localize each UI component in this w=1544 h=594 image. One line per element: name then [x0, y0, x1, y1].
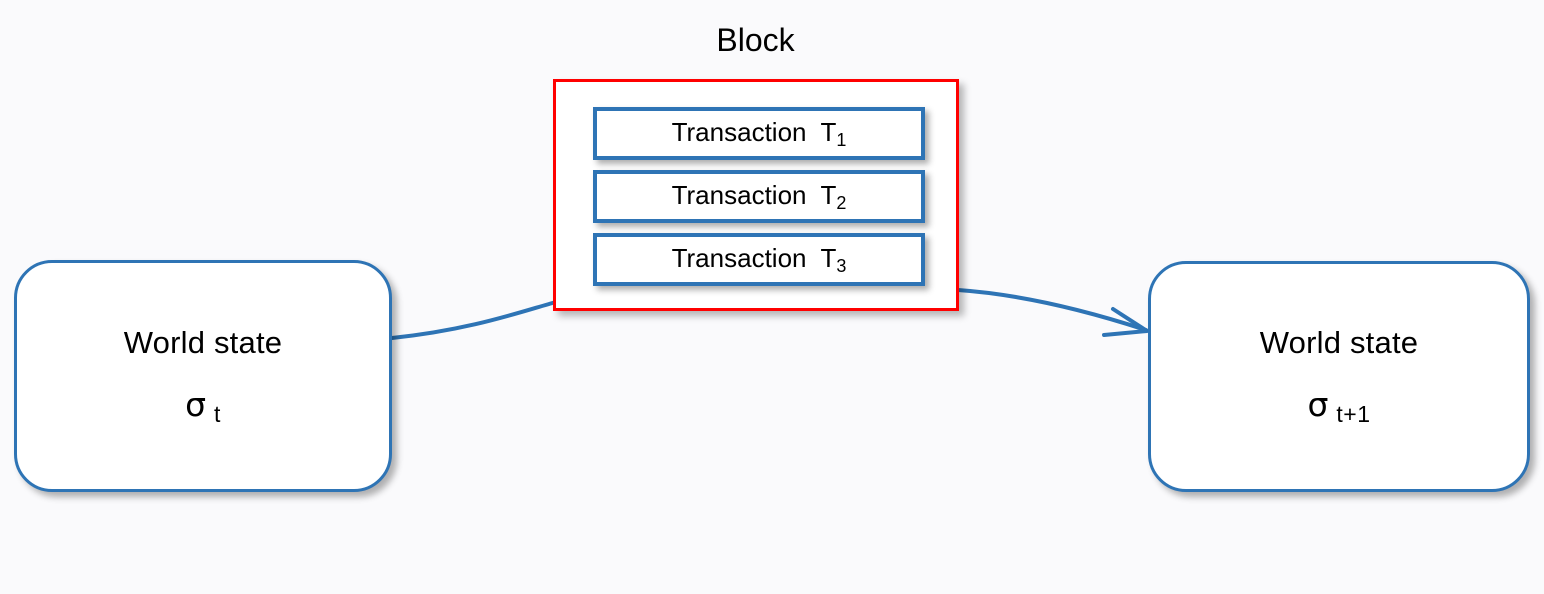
transaction-text-2: Transaction	[671, 179, 807, 210]
sigma-glyph-before: σ	[185, 384, 207, 424]
sigma-subscript-before: t	[214, 400, 221, 427]
transaction-item-1[interactable]: Transaction T1	[593, 107, 925, 160]
transaction-subscript-1: 1	[836, 129, 847, 150]
transaction-label-3: Transaction T3	[672, 245, 847, 275]
transaction-item-3[interactable]: Transaction T3	[593, 233, 925, 286]
transaction-subscript-2: 2	[836, 192, 847, 213]
arrowhead-icon	[1102, 307, 1149, 337]
transaction-label-1: Transaction T1	[672, 119, 847, 149]
transaction-text-1: Transaction	[671, 116, 807, 147]
transaction-text-3: Transaction	[671, 242, 807, 273]
world-state-after-symbol: σ t+1	[1307, 388, 1370, 426]
sigma-glyph-after: σ	[1307, 385, 1329, 424]
transaction-item-2[interactable]: Transaction T2	[593, 170, 925, 223]
transaction-symbol-2: T	[820, 179, 837, 210]
world-state-after-box[interactable]: World state σ t+1	[1148, 261, 1530, 492]
sigma-subscript-after: t+1	[1336, 401, 1371, 427]
connector-block-to-state-after	[956, 288, 1148, 332]
world-state-after-title: World state	[1259, 325, 1419, 360]
connector-state-before-to-block	[390, 300, 558, 340]
transaction-subscript-3: 3	[836, 255, 847, 276]
world-state-before-title: World state	[123, 324, 283, 360]
transaction-symbol-1: T	[820, 116, 837, 147]
transaction-label-2: Transaction T2	[672, 182, 847, 212]
transaction-symbol-3: T	[820, 242, 837, 273]
block-title: Block	[716, 22, 795, 58]
